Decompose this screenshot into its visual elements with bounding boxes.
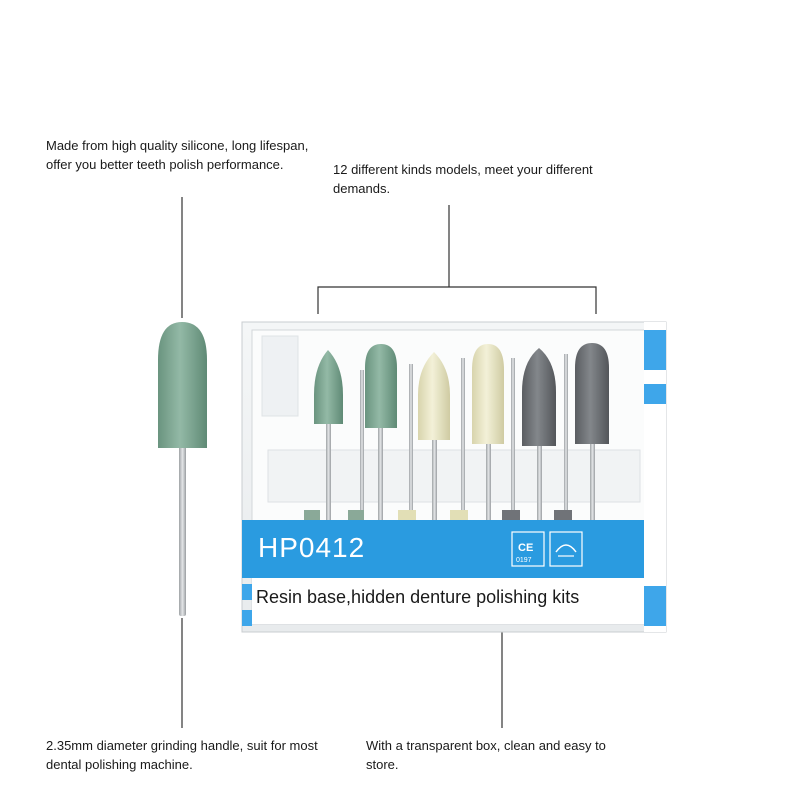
box-left-stripes (242, 584, 252, 626)
box-side-stripes (644, 322, 666, 632)
callout-silicone: Made from high quality silicone, long li… (46, 138, 309, 172)
loose-bur (158, 322, 207, 616)
callout-handle: 2.35mm diameter grinding handle, suit fo… (46, 738, 318, 772)
denture-icon (549, 531, 583, 567)
bracket-models (317, 205, 597, 314)
kit-description: Resin base,hidden denture polishing kits (256, 587, 579, 607)
ce-mark-icon: CE 0197 (511, 531, 545, 567)
callout-models: 12 different kinds models, meet your dif… (333, 162, 593, 196)
ce-mark-text: CE (518, 542, 533, 554)
kit-model-number: HP0412 (258, 532, 365, 563)
kit-label: HP0412 CE 0197 Resin base,hidden denture… (242, 520, 644, 624)
ce-code-text: 0197 (516, 557, 532, 564)
callout-box: With a transparent box, clean and easy t… (366, 738, 606, 772)
